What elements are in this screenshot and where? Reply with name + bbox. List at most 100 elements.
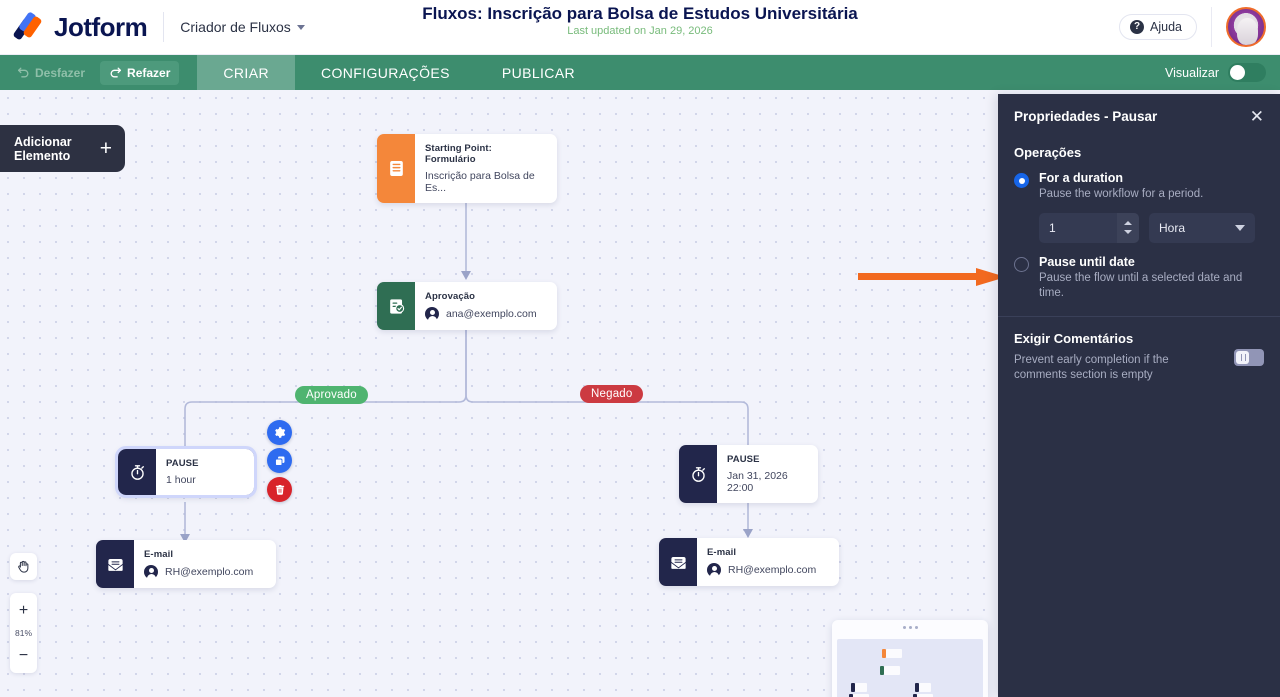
redo-button[interactable]: Refazer	[100, 60, 180, 85]
add-element-label: Adicionar Elemento	[14, 135, 72, 163]
minimap[interactable]	[832, 620, 988, 697]
toggle-knob	[1230, 65, 1245, 80]
preview-toggle[interactable]	[1228, 63, 1266, 82]
node-pause-right[interactable]: PAUSE Jan 31, 2026 22:00	[679, 445, 818, 503]
header-right-cluster: ? Ajuda	[1119, 7, 1280, 47]
duration-value: 1	[1049, 220, 1056, 235]
require-comments-description: Prevent early completion if the comments…	[1014, 353, 1169, 382]
badge-aprovado[interactable]: Aprovado	[295, 386, 368, 404]
envelope-icon	[669, 556, 687, 570]
stopwatch-icon	[691, 466, 705, 482]
panel-header: Propriedades - Pausar ✕	[998, 94, 1280, 135]
option-for-a-duration[interactable]: For a duration Pause the workflow for a …	[1014, 171, 1264, 203]
preview-label: Visualizar	[1165, 65, 1219, 80]
option-description: Pause the flow until a selected date and…	[1039, 271, 1243, 300]
pan-tool-button[interactable]	[10, 553, 37, 580]
option-label: For a duration	[1039, 171, 1124, 185]
zoom-level-label: 81%	[14, 628, 32, 638]
minimap-node	[882, 649, 902, 658]
zoom-out-button[interactable]: −	[18, 646, 29, 664]
minimap-node	[913, 694, 933, 697]
hand-icon	[18, 560, 29, 573]
minimap-node	[915, 683, 931, 692]
node-title: PAUSE	[166, 458, 199, 469]
node-title: Aprovação	[425, 291, 476, 302]
node-settings-button[interactable]	[267, 420, 292, 445]
node-subtitle: ana@exemplo.com	[446, 308, 537, 320]
require-comments-title: Exigir Comentários	[1014, 330, 1134, 346]
node-icon-wrap	[659, 538, 697, 586]
properties-panel: Propriedades - Pausar ✕ Operações For a …	[998, 94, 1280, 697]
node-subtitle: RH@exemplo.com	[165, 566, 254, 578]
require-comments-text: Exigir Comentários Prevent early complet…	[1014, 331, 1184, 384]
node-title: Starting Point: Formulário	[425, 143, 492, 165]
node-email-right[interactable]: E-mail RH@exemplo.com	[659, 538, 839, 586]
person-icon	[707, 563, 721, 577]
tab-configuracoes[interactable]: CONFIGURAÇÕES	[320, 64, 450, 81]
node-starting-point[interactable]: Starting Point: Formulário Inscrição par…	[377, 134, 557, 203]
node-subtitle: Jan 31, 2026 22:00	[727, 470, 788, 494]
builder-selector[interactable]: Criador de Fluxos	[180, 19, 305, 35]
builder-tabs: CRIAR CONFIGURAÇÕES PUBLICAR	[197, 55, 601, 90]
minimap-node	[851, 683, 867, 692]
minimap-viewport	[837, 639, 983, 697]
panel-divider	[998, 315, 1280, 317]
node-subtitle-row: RH@exemplo.com	[707, 563, 816, 577]
header-divider	[163, 12, 165, 42]
node-body: E-mail RH@exemplo.com	[134, 540, 265, 588]
node-duplicate-button[interactable]	[267, 448, 292, 473]
brand-block[interactable]: Jotform	[0, 11, 148, 43]
plus-icon: +	[99, 137, 112, 160]
zoom-in-button[interactable]: +	[18, 601, 29, 619]
redo-icon	[110, 67, 122, 78]
operations-heading: Operações	[1014, 145, 1082, 160]
gear-icon	[275, 427, 286, 438]
node-body: PAUSE 1 hour	[156, 449, 211, 495]
option-pause-until-date[interactable]: Pause until date Pause the flow until a …	[1014, 255, 1264, 302]
require-comments-toggle[interactable]	[1234, 348, 1264, 366]
node-pause-left[interactable]: PAUSE 1 hour	[115, 446, 257, 498]
node-icon-wrap	[96, 540, 134, 588]
node-approval[interactable]: Aprovação ana@exemplo.com	[377, 282, 557, 330]
redo-label: Refazer	[127, 65, 171, 80]
stepper-up-icon[interactable]	[1124, 221, 1132, 226]
tab-publicar[interactable]: PUBLICAR	[501, 64, 576, 81]
top-header: Jotform Criador de Fluxos Fluxos: Inscri…	[0, 0, 1280, 55]
person-icon	[144, 565, 158, 579]
node-delete-button[interactable]	[267, 477, 292, 502]
option-description: Pause the workflow for a period.	[1039, 188, 1204, 200]
duration-controls: 1 Hora	[1039, 212, 1264, 243]
node-subtitle: Inscrição para Bolsa de Es...	[425, 170, 535, 194]
add-element-label-line1: Adicionar	[14, 134, 72, 149]
node-subtitle: 1 hour	[166, 474, 196, 486]
avatar[interactable]	[1226, 7, 1266, 47]
stepper-down-icon[interactable]	[1124, 230, 1132, 235]
minimap-handle[interactable]	[832, 620, 988, 634]
duration-value-input[interactable]: 1	[1039, 212, 1139, 243]
option-text-block: Pause until date Pause the flow until a …	[1039, 255, 1244, 302]
minimap-node	[880, 666, 900, 675]
undo-button[interactable]: Desfazer	[8, 61, 94, 85]
duration-stepper[interactable]	[1117, 212, 1139, 243]
preview-toggle-group: Visualizar	[1165, 55, 1280, 90]
option-text-block: For a duration Pause the workflow for a …	[1039, 171, 1203, 203]
option-label: Pause until date	[1039, 254, 1135, 269]
radio-for-a-duration[interactable]	[1014, 173, 1029, 188]
node-icon-wrap	[118, 449, 156, 495]
radio-pause-until-date[interactable]	[1014, 256, 1029, 272]
close-icon[interactable]: ✕	[1249, 107, 1264, 126]
approval-icon	[389, 298, 404, 314]
add-element-button[interactable]: Adicionar Elemento +	[0, 125, 125, 172]
stopwatch-icon	[130, 464, 144, 480]
node-title: PAUSE	[727, 454, 760, 465]
require-comments-section: Exigir Comentários Prevent early complet…	[998, 317, 1280, 384]
badge-negado[interactable]: Negado	[580, 385, 644, 403]
builder-toolbar: Desfazer Refazer CRIAR CONFIGURAÇÕES PUB…	[0, 55, 1280, 90]
tab-criar[interactable]: CRIAR	[197, 55, 295, 90]
node-subtitle-row: ana@exemplo.com	[425, 307, 537, 321]
duration-unit-select[interactable]: Hora	[1149, 212, 1255, 243]
node-email-left[interactable]: E-mail RH@exemplo.com	[96, 540, 276, 588]
add-element-label-line2: Elemento	[14, 148, 71, 163]
help-button[interactable]: ? Ajuda	[1119, 14, 1197, 40]
envelope-icon	[106, 558, 124, 572]
